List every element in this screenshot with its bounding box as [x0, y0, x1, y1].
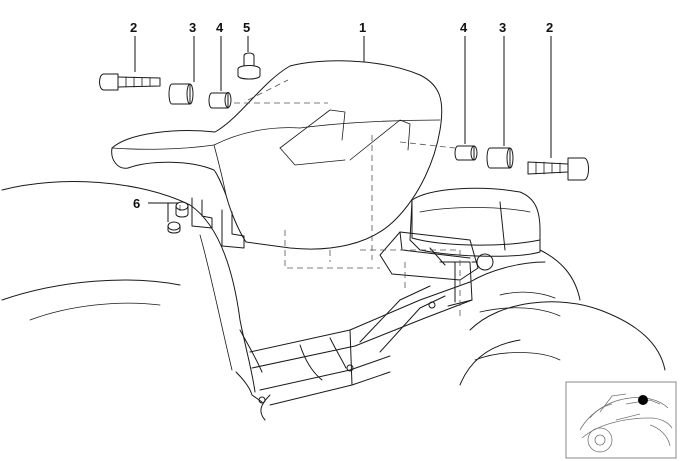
callout-leaders: [134, 36, 552, 222]
thumbnail-motorcycle-icon: [579, 393, 673, 453]
bush-right-part-4: [454, 145, 478, 161]
plug-part-5: [237, 52, 261, 80]
location-marker: [638, 395, 648, 405]
callout-c3-right: 3: [499, 20, 506, 35]
bolt-right-part-2: [527, 157, 589, 181]
callout-c4-left: 4: [216, 20, 224, 35]
callout-c2-left: 2: [130, 20, 137, 35]
assembly-guide-lines: [179, 79, 461, 320]
callout-c3-left: 3: [189, 20, 196, 35]
location-thumbnail: [565, 381, 677, 459]
seat-part-1: [111, 60, 443, 250]
callout-c4-right: 4: [460, 20, 468, 35]
callout-numbers: 2 3 4 5 1 4 3 2 6: [130, 20, 553, 211]
motorcycle-body-outline: [1, 181, 666, 421]
bush-left-part-4: [208, 92, 232, 109]
sleeve-right-part-3: [486, 147, 514, 169]
callout-c6: 6: [133, 196, 140, 211]
callout-c1: 1: [359, 20, 366, 35]
bolt-left-part-2: [99, 73, 161, 91]
buffer-part-6: [167, 201, 189, 234]
sleeve-left-part-3: [168, 83, 194, 105]
callout-c2-right: 2: [546, 20, 553, 35]
callout-c5: 5: [243, 20, 250, 35]
